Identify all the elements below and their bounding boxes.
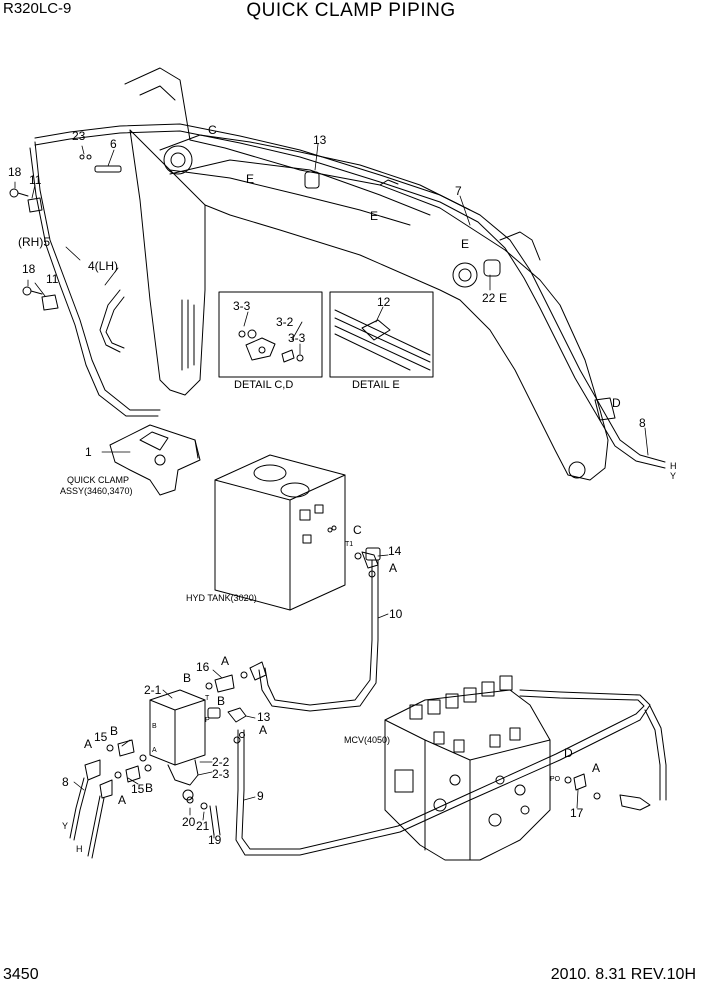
letter-e: E (499, 291, 507, 305)
detail-cd-box (218, 291, 323, 378)
diagram-title: QUICK CLAMP PIPING (246, 0, 456, 21)
letter-a: A (389, 561, 397, 575)
callout-6: 6 (110, 137, 117, 151)
page-number: 3450 (3, 966, 39, 983)
callout-11-b: 11 (46, 272, 59, 286)
hose-10 (264, 559, 373, 706)
callout-5-rh: (RH)5 (18, 235, 50, 249)
callout-17: 17 (570, 806, 584, 820)
fitting-16 (205, 661, 267, 693)
letter-a: A (221, 654, 229, 668)
callout-13-a: 13 (313, 133, 327, 147)
callout-9: 9 (257, 789, 264, 803)
callout-15-a: 15 (94, 730, 108, 744)
callout-16: 16 (196, 660, 210, 674)
letter-a: A (118, 793, 126, 807)
callout-numbers: 1 2-1 2-2 2-3 3-2 3-3 3-3 4(LH) (RH)5 6 … (8, 129, 646, 847)
letter-e: E (246, 172, 254, 186)
letter-b: B (110, 724, 118, 738)
letter-d: D (612, 396, 621, 410)
callout-12: 12 (377, 295, 391, 309)
solenoid-valve-2-1 (149, 689, 247, 801)
letter-y: Y (62, 821, 68, 831)
letter-a: A (259, 723, 267, 737)
letter-a: A (84, 737, 92, 751)
callout-14: 14 (388, 544, 402, 558)
detail-cd-art (238, 329, 304, 363)
callout-3-3-b: 3-3 (288, 331, 306, 345)
letter-b: B (145, 781, 153, 795)
callout-13-b: 13 (257, 710, 271, 724)
callout-3-3-a: 3-3 (233, 299, 251, 313)
mcv-valve (384, 675, 551, 861)
port-p: P (205, 717, 210, 724)
callout-11-a: 11 (29, 173, 42, 187)
letter-y: Y (670, 471, 676, 481)
callout-3-2: 3-2 (276, 315, 294, 329)
hyd-tank (214, 454, 346, 611)
callout-19: 19 (208, 833, 222, 847)
letter-c: C (208, 123, 217, 137)
model-number: R320LC-9 (3, 0, 72, 17)
detail-e-box (329, 291, 434, 378)
boom-arm (124, 67, 609, 481)
detail-e-label: DETAIL E (352, 379, 400, 391)
callout-10: 10 (389, 607, 403, 621)
detail-cd-label: DETAIL C,D (234, 379, 293, 391)
connection-letters: A A A A A A B B B B C C D D E E E E H Y … (62, 123, 677, 854)
revision-date: 2010. 8.31 REV.10H (550, 966, 696, 983)
detail-e-art (334, 309, 431, 371)
port-t1: T1 (345, 541, 353, 548)
callout-8-a: 8 (639, 416, 646, 430)
callout-2-3: 2-3 (212, 767, 230, 781)
assembly-labels: QUICK CLAMP ASSY(3460,3470) HYD TANK(302… (60, 475, 390, 745)
callout-20: 20 (182, 815, 196, 829)
port-t: T (205, 695, 210, 702)
bracket-hardware-left (9, 154, 122, 311)
letter-c: C (353, 523, 362, 537)
port-po: PO (550, 776, 561, 783)
letter-d: D (564, 746, 573, 760)
port-b: B (152, 723, 157, 730)
callout-4-lh: 4(LH) (88, 259, 118, 273)
callout-8-b: 8 (62, 775, 69, 789)
letter-b: B (183, 671, 191, 685)
port-a: A (152, 747, 157, 754)
callout-1: 1 (85, 445, 92, 459)
quick-clamp-label: QUICK CLAMP (67, 475, 129, 485)
callout-2-1: 2-1 (144, 683, 162, 697)
fittings-left (69, 739, 152, 859)
callout-18-a: 18 (8, 165, 22, 179)
letter-e: E (461, 237, 469, 251)
callout-21: 21 (196, 819, 210, 833)
hose-9 (235, 689, 651, 856)
callout-23: 23 (72, 129, 86, 143)
mcv-label: MCV(4050) (344, 735, 390, 745)
hyd-tank-label: HYD TANK(3020) (186, 593, 257, 603)
callout-22: 22 (482, 291, 496, 305)
boom-hose-lines (29, 123, 666, 469)
letter-b: B (217, 694, 225, 708)
letter-h: H (670, 461, 677, 471)
letter-h: H (76, 844, 83, 854)
letter-a: A (592, 761, 600, 775)
quick-clamp-assy (109, 424, 201, 496)
callout-15-b: 15 (131, 782, 145, 796)
callout-18-b: 18 (22, 262, 36, 276)
callout-7: 7 (455, 184, 462, 198)
leader-lines (14, 143, 649, 839)
quick-clamp-assy-label: ASSY(3460,3470) (60, 486, 133, 496)
letter-e: E (370, 209, 378, 223)
detail-labels: DETAIL C,D DETAIL E (234, 379, 400, 391)
callout-2-2: 2-2 (212, 755, 230, 769)
